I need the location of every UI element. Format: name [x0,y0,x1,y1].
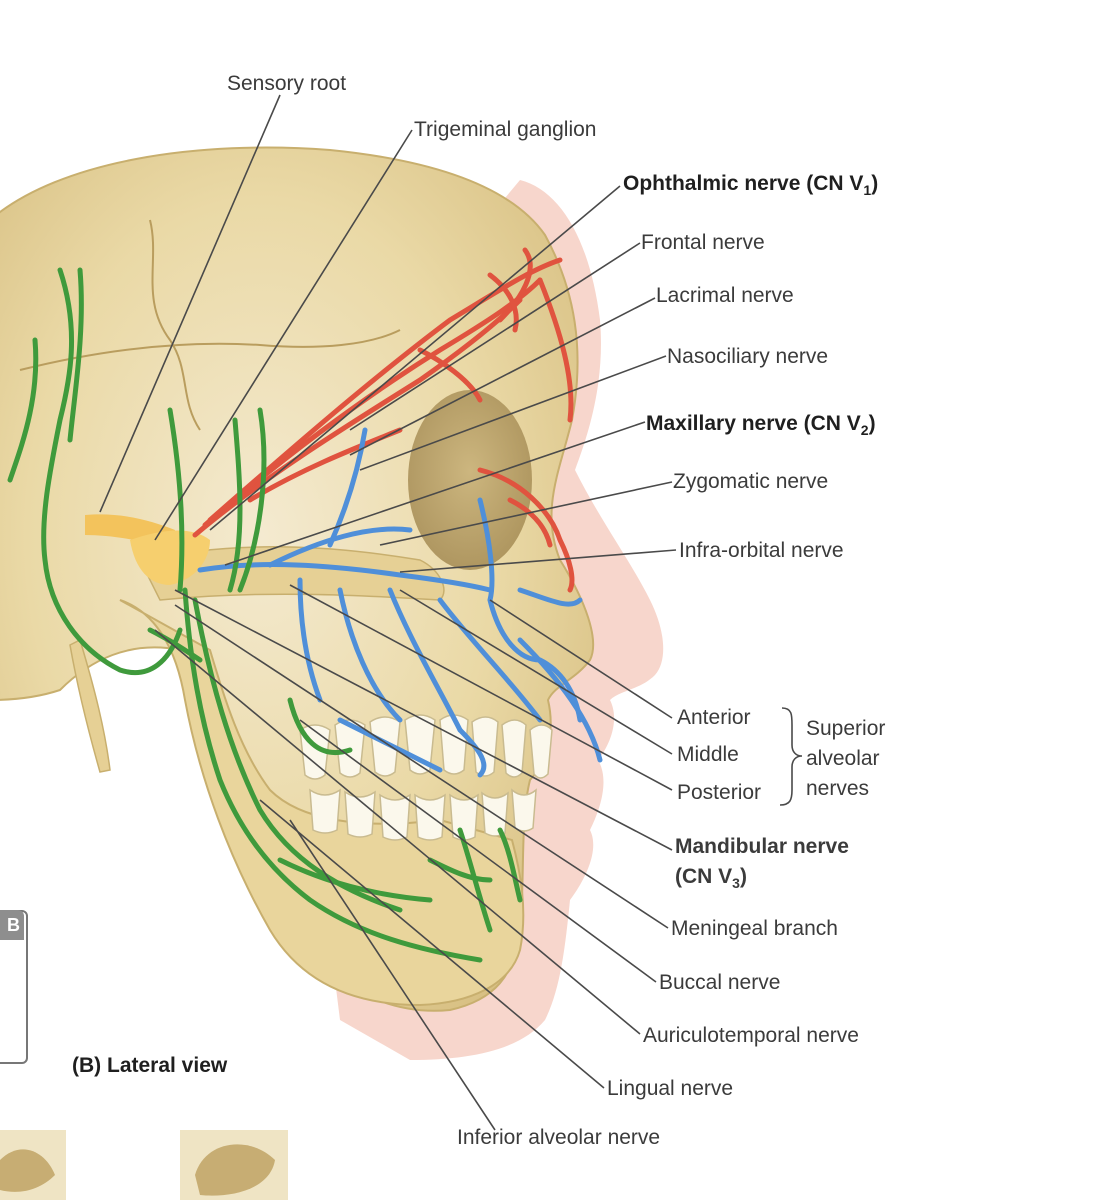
thumbnail-left [0,1130,66,1200]
squamous-suture [19,329,401,371]
trigeminal-ganglion-shape [130,530,210,585]
orbit [408,390,532,570]
leader-posterior [289,584,673,791]
label-meningeal-branch: Meningeal branch [671,917,838,940]
leader-lines [99,94,677,1131]
leader-nasociliary [359,355,667,471]
label-zygomatic-nerve: Zygomatic nerve [673,470,829,493]
label-mandibular-nerve: Mandibular nerve (CN V3) [675,832,849,898]
label-auriculotemporal-nerve: Auriculotemporal nerve [643,1024,859,1047]
lower-teeth [309,788,537,841]
coronal-suture [149,219,201,431]
label-nerves: nerves [806,777,870,800]
panel-a-tab: B [0,910,24,940]
thumbnail-right [180,1130,288,1200]
label-nasociliary-nerve: Nasociliary nerve [667,345,829,368]
label-maxillary-text: Maxillary nerve (CN V [646,412,861,435]
label-maxillary-nerve: Maxillary nerve (CN V2) [646,412,876,438]
label-anterior: Anterior [677,706,751,729]
label-infraorbital-nerve: Infra-orbital nerve [679,539,844,562]
leader-middle [399,589,673,755]
label-mandibular-text: (CN V [675,865,733,888]
leader-lingual [259,799,605,1089]
leader-auriculotemporal [154,629,641,1035]
leader-ophthalmic [209,185,621,531]
label-middle: Middle [677,743,739,766]
styloid-process [69,638,111,773]
leader-inferior-alveolar [289,819,496,1131]
leader-mandibular [174,589,673,851]
leader-frontal [349,242,641,431]
leader-trigeminal-ganglion [154,129,413,541]
label-mandibular-line1: Mandibular nerve [675,835,849,858]
leader-sensory-root [99,94,281,513]
leader-meningeal [174,604,669,929]
label-lingual-nerve: Lingual nerve [607,1077,734,1100]
label-ophthalmic-nerve: Ophthalmic nerve (CN V1) [623,172,879,198]
label-mandibular-line2: (CN V3) [675,865,747,891]
leader-buccal [299,719,657,983]
leader-infraorbital [399,549,677,573]
label-ophthalmic-text: Ophthalmic nerve (CN V [623,172,864,195]
panel-tab-label: B [7,915,20,935]
label-superior-alveolar-nerves: Superior alveolar nerves [806,714,885,804]
label-superior: Superior [806,717,886,740]
panel-title: (B) Lateral view [72,1054,228,1077]
superior-alveolar-brace [779,707,803,806]
label-lacrimal-nerve: Lacrimal nerve [656,284,794,307]
label-trigeminal-ganglion: Trigeminal ganglion [414,118,597,141]
leader-anterior [489,599,673,719]
label-ophthalmic-sub: 1 [863,182,872,198]
label-alveolar: alveolar [806,747,880,770]
label-sensory-root: Sensory root [227,72,347,95]
leader-lacrimal [349,297,656,456]
label-posterior: Posterior [677,781,762,804]
label-maxillary-sub: 2 [860,422,869,438]
leader-zygomatic [379,481,673,546]
leader-maxillary [224,421,646,566]
label-inferior-alveolar-nerve: Inferior alveolar nerve [457,1126,661,1149]
label-buccal-nerve: Buccal nerve [659,971,781,994]
label-frontal-nerve: Frontal nerve [641,231,765,254]
label-mandibular-sub: 3 [732,875,740,891]
